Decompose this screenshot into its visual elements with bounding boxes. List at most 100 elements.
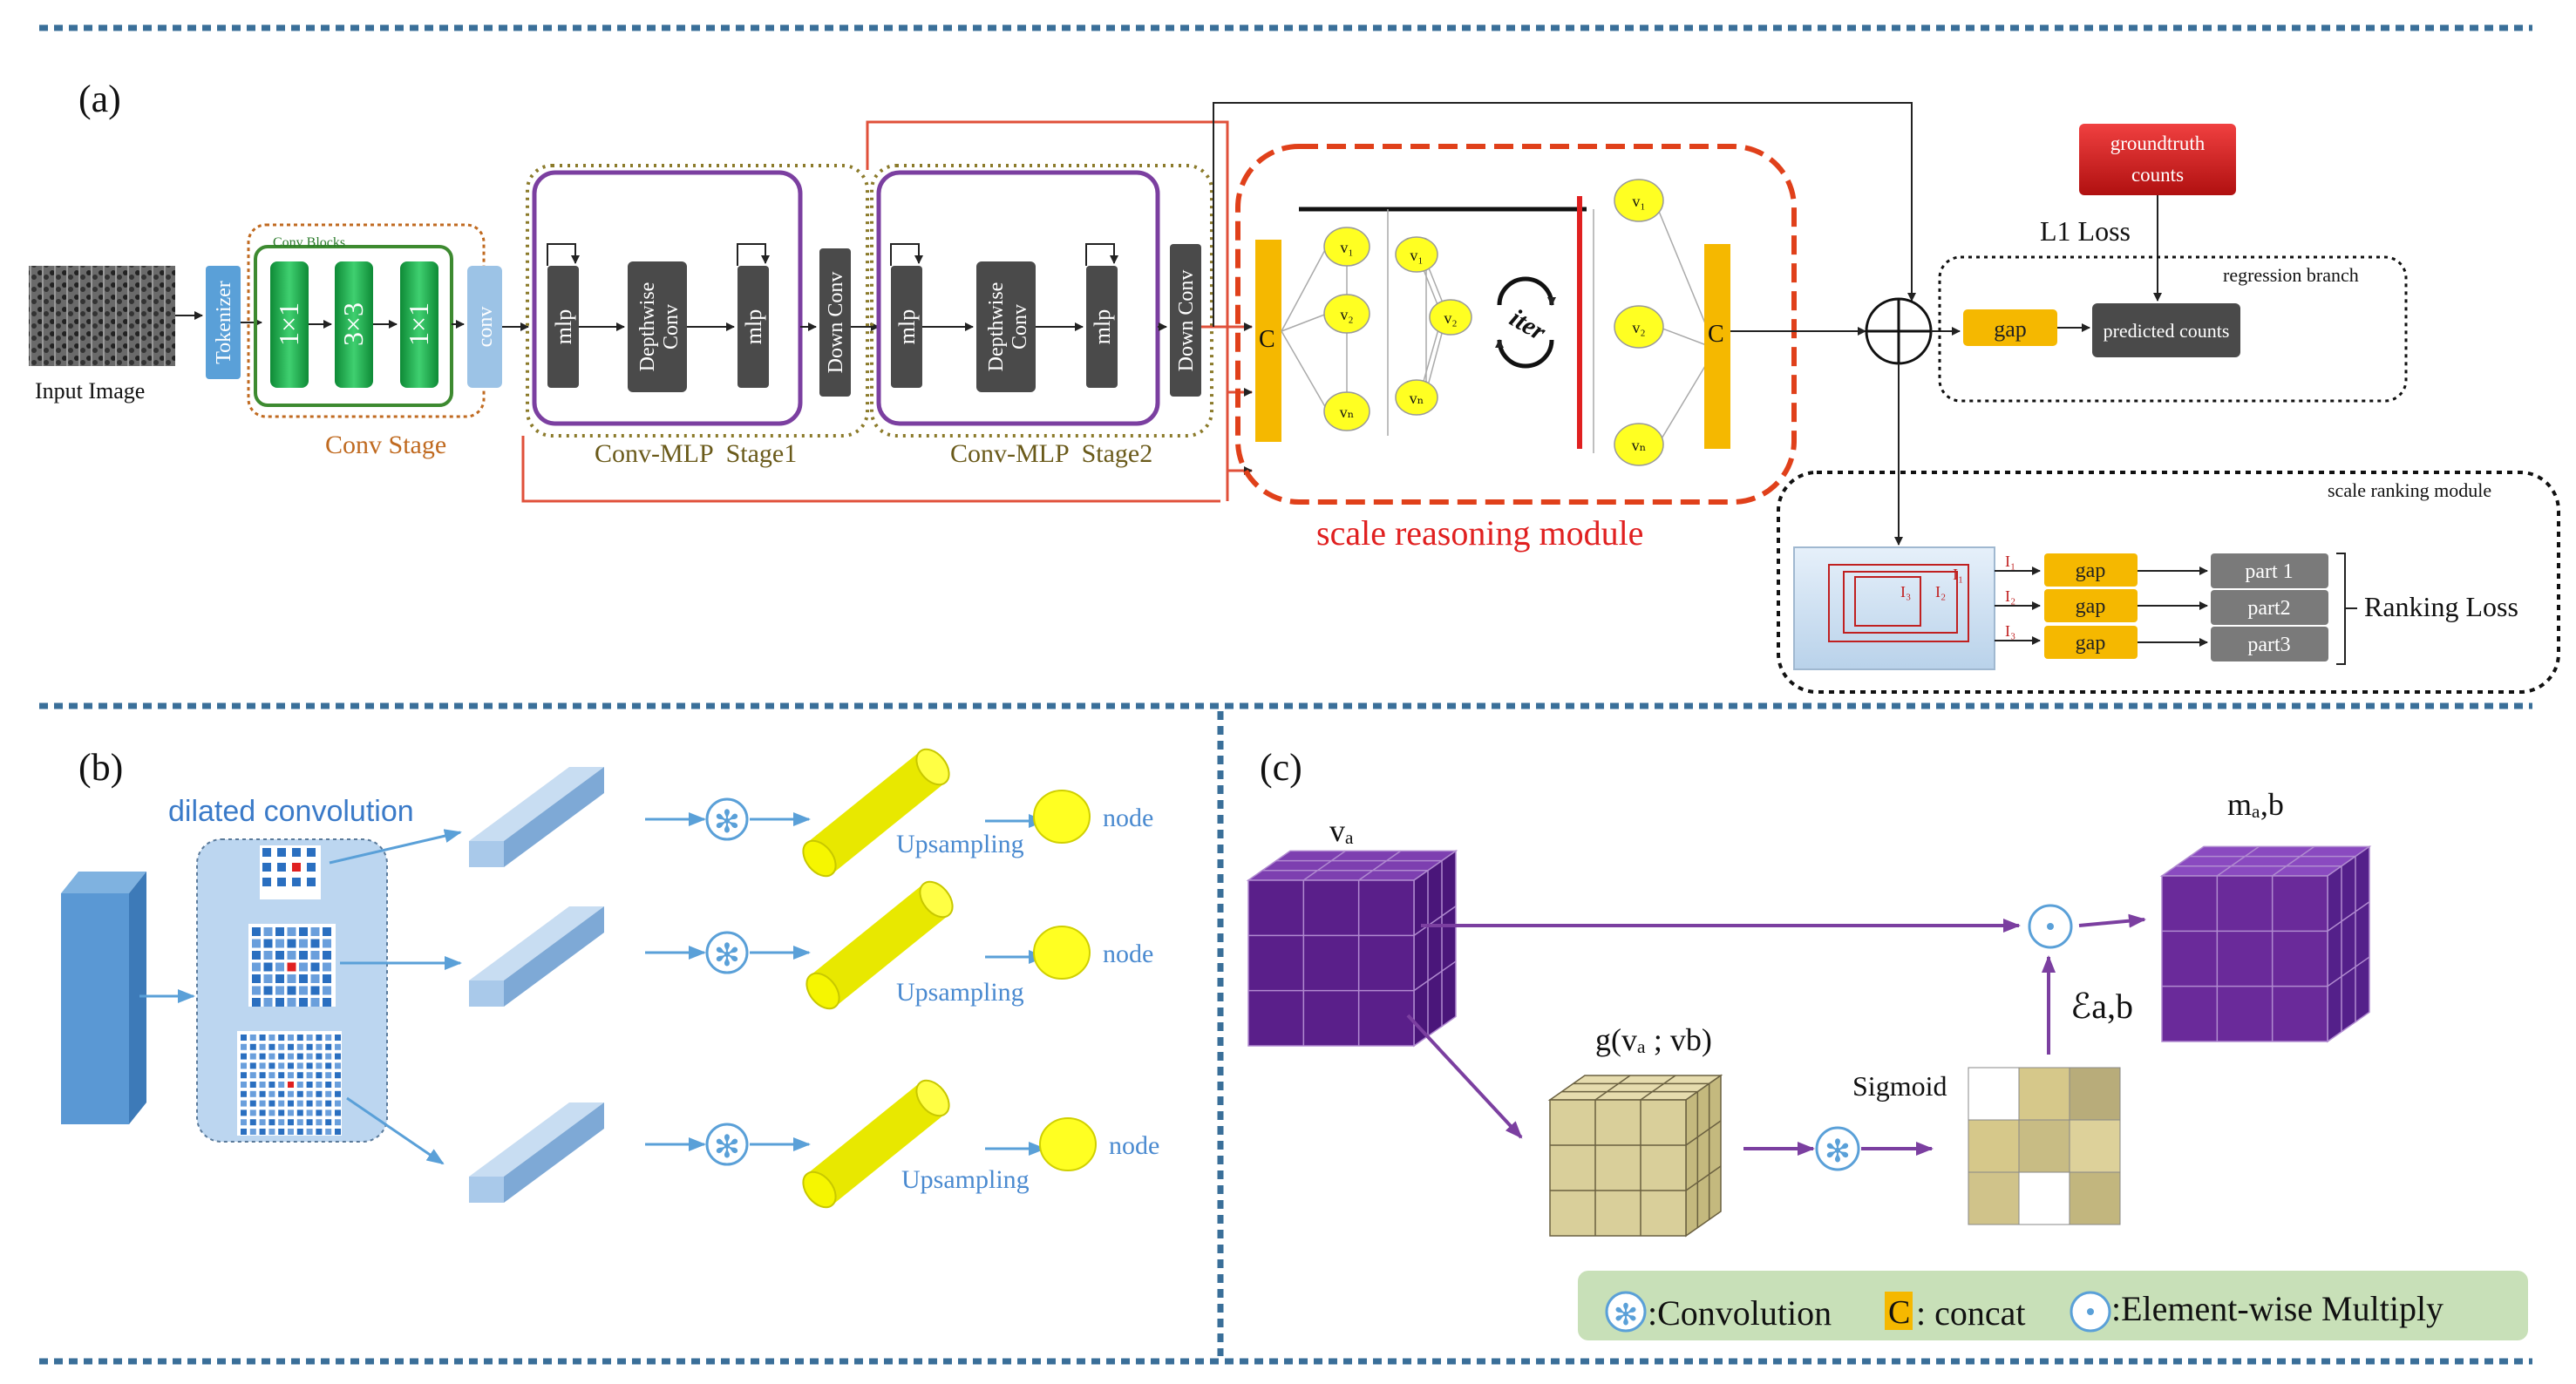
scale-reasoning-frame (1235, 144, 1797, 505)
gap-block-rank-2 (2044, 589, 2138, 622)
svg-text:✻: ✻ (1614, 1299, 1639, 1332)
ranking-image-I2: I₂ (1935, 583, 1946, 600)
mab-label: mₐ,b (2227, 787, 2284, 822)
predicted-counts-label: predicted counts (2104, 320, 2230, 342)
node-label-2: node (1103, 940, 1153, 968)
stage1-label: Conv-MLP Stage1 (595, 439, 797, 468)
tokenizer-block (206, 266, 241, 379)
ranking-brace (2336, 553, 2346, 665)
legend-box (1578, 1271, 2528, 1340)
stage2-down-conv (1170, 244, 1201, 397)
conv-block-2 (335, 261, 373, 388)
gap-block-regression (1963, 309, 2057, 346)
scale-reasoning-label: scale reasoning module (1316, 513, 1643, 553)
graph-node-vn-a (1323, 391, 1370, 431)
graph-node-v2-b-label: v₂ (1444, 309, 1457, 327)
upsampling-cylinder-3 (802, 1079, 950, 1209)
graph-node-v2-c-label: v₂ (1632, 319, 1645, 336)
svg-text:✻: ✻ (714, 1129, 740, 1164)
groundtruth-counts (2079, 124, 2236, 195)
stage1-mlp-2-label: mlp (741, 309, 766, 344)
sum-node-icon (1865, 297, 1933, 365)
stage-red-frame (521, 436, 1220, 503)
part1-label: part 1 (2245, 560, 2293, 583)
stage1-frame (526, 164, 869, 438)
node-circle-3 (1039, 1117, 1097, 1171)
gap-block-rank-1 (2044, 553, 2138, 587)
convolution-icon-b3: ✻ (705, 1123, 749, 1166)
stage1-depthwise-label-1: Depthwise (636, 282, 659, 372)
stage2-mlp-2 (1086, 266, 1118, 388)
conv-block-2-label: 3×3 (337, 302, 369, 346)
conv-blocks-frame (254, 245, 453, 407)
multiply-icon-c (2028, 904, 2073, 949)
concat-block-right (1704, 244, 1730, 449)
convolution-icon-b2: ✻ (705, 931, 749, 974)
input-image-label: Input Image (35, 378, 145, 404)
concat-right-label: C (1708, 321, 1724, 348)
dilated-grid-2 (248, 924, 336, 1007)
panel-a: Input Image Tokenizer Conv Blocks 1×1 3×… (29, 102, 2560, 694)
regression-branch-frame (1938, 255, 2408, 403)
concat-left-label: C (1259, 326, 1275, 353)
graph-node-vn-c-label: vₙ (1632, 437, 1647, 454)
tokenizer-label: Tokenizer (213, 281, 235, 364)
conv-block-1 (270, 261, 309, 388)
gap-block-rank-3 (2044, 626, 2138, 659)
l1-loss-label: L1 Loss (2040, 215, 2131, 247)
scale-ranking-frame (1777, 471, 2560, 694)
graph-node-v2-b (1429, 299, 1472, 336)
conv-blocks-label: Conv Blocks (273, 235, 345, 250)
groundtruth-line-1: groundtruth (2110, 132, 2206, 154)
conv-block-3-label: 1×1 (403, 302, 434, 346)
stage2-frame (870, 164, 1213, 438)
stage1-down-conv (819, 248, 851, 397)
regression-branch-label: regression branch (2223, 264, 2359, 286)
convolution-icon-b1: ✻ (705, 797, 749, 841)
stage2-mlp-1 (891, 266, 922, 388)
gap-rank-1-label: gap (2076, 560, 2106, 582)
separator-lines (39, 24, 2532, 1365)
dilated-convolution-label: dilated convolution (168, 795, 414, 828)
scale-ranking-label: scale ranking module (2328, 479, 2491, 501)
graph-node-vn-b-label: vₙ (1410, 390, 1424, 407)
predicted-counts-block (2092, 303, 2240, 357)
ranking-arrow-I3: I₃ (2005, 622, 2015, 640)
conv-block-3 (400, 261, 438, 388)
g-label: g(vₐ ; vb) (1595, 1022, 1712, 1057)
groundtruth-line-2: counts (2131, 164, 2184, 186)
svg-text:✻: ✻ (714, 937, 740, 973)
stage1-purple-frame (532, 170, 803, 426)
graph-node-vn-b (1395, 379, 1438, 416)
stage2-purple-frame (876, 170, 1160, 426)
upsampling-cylinder-2 (805, 880, 954, 1010)
mab-cube (2159, 845, 2372, 1043)
node-circle-2 (1033, 926, 1091, 980)
stage2-down-conv-label: Down Conv (1175, 270, 1198, 372)
iter-label: iter (1505, 303, 1551, 347)
feature-slab-3 (469, 1102, 604, 1203)
svg-text:✻: ✻ (1825, 1133, 1851, 1169)
graph-node-v1-c-label: v₁ (1632, 193, 1645, 210)
g-cube (1547, 1074, 1723, 1238)
stage1-depthwise-label-2: Conv (660, 304, 683, 349)
legend-concat-text: : concat (1916, 1293, 2026, 1333)
conv-block (467, 266, 502, 388)
stage1-mlp-1 (547, 266, 579, 388)
part3-block (2211, 627, 2328, 661)
graph-node-v1-a-label: v₁ (1340, 239, 1353, 256)
graph-node-v1-b-label: v₁ (1410, 247, 1423, 264)
concat-block-left (1255, 240, 1281, 442)
svg-text:✻: ✻ (714, 804, 740, 839)
stage2-mlp-1-label: mlp (894, 309, 920, 344)
panel-label-a: (a) (78, 78, 121, 120)
panel-c: vₐ mₐ,b g(vₐ ; vb) ✻ Sigmoid ℰa,b (1246, 787, 2528, 1340)
part3-label: part3 (2247, 634, 2290, 656)
upsampling-label-2: Upsampling (896, 978, 1024, 1007)
part2-label: part2 (2247, 597, 2290, 620)
va-cube (1246, 849, 1458, 1048)
feature-slab-2 (469, 906, 604, 1007)
ranking-arrow-I1: I₁ (2005, 553, 2015, 570)
dilated-grid-3 (237, 1031, 342, 1136)
